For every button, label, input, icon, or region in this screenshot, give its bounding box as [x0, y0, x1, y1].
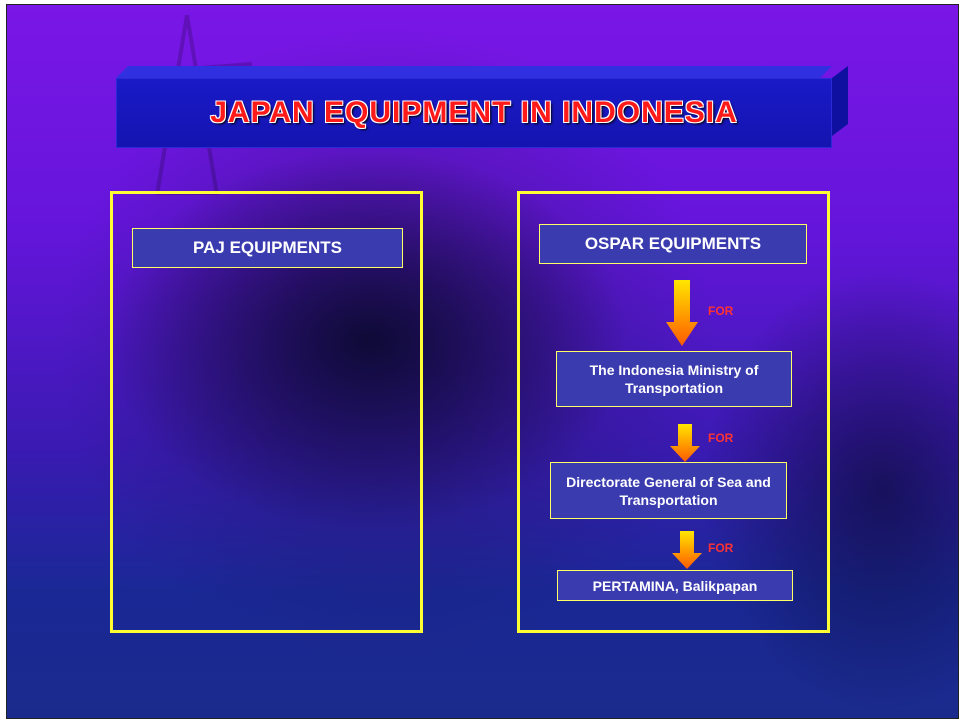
- title-banner-side-face: [832, 66, 848, 136]
- flow-node-directorate: Directorate General of Sea and Transport…: [550, 462, 787, 519]
- connector-label-1: FOR: [708, 304, 734, 318]
- down-arrow-icon: [666, 280, 698, 346]
- title-banner-top-face: [116, 66, 832, 78]
- ospar-panel: [517, 191, 830, 633]
- ospar-equipments-heading: OSPAR EQUIPMENTS: [539, 224, 807, 264]
- flow-node-ministry: The Indonesia Ministry of Transportation: [556, 351, 792, 407]
- paj-panel: [110, 191, 423, 633]
- page-title: JAPAN EQUIPMENT IN INDONESIA: [210, 96, 738, 129]
- down-arrow-icon: [670, 424, 700, 462]
- connector-label-2: FOR: [708, 431, 734, 445]
- paj-equipments-heading: PAJ EQUIPMENTS: [132, 228, 403, 268]
- title-banner: JAPAN EQUIPMENT IN INDONESIA: [116, 78, 832, 148]
- flow-node-pertamina: PERTAMINA, Balikpapan: [557, 570, 793, 601]
- down-arrow-icon: [672, 531, 702, 569]
- connector-label-3: FOR: [708, 541, 734, 555]
